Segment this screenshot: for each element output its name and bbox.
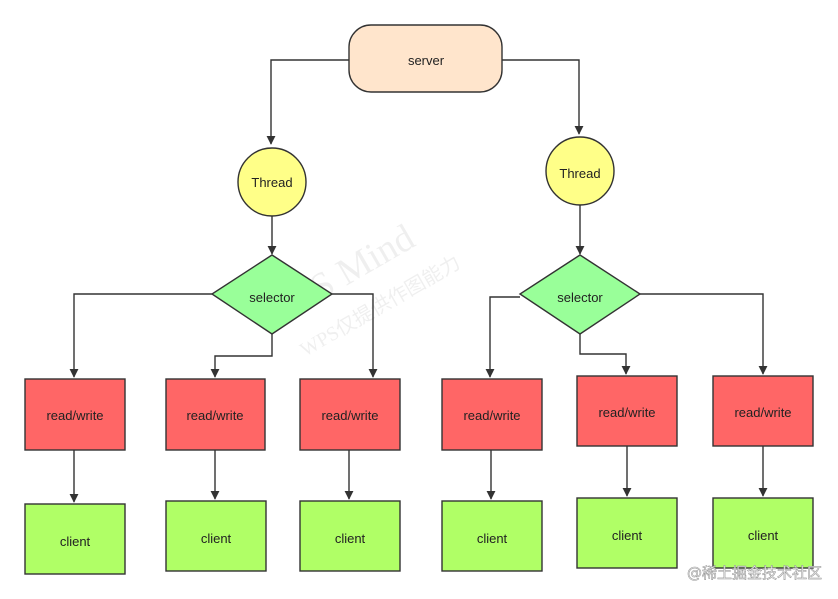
readwrite-node-1: read/write [24,378,126,451]
connectors [69,59,768,503]
edge-selector-right-rw4 [485,296,520,378]
readwrite-label: read/write [186,408,243,423]
client-node-3: client [299,500,401,572]
thread-node-left: Thread [237,147,307,217]
client-node-2: client [165,500,267,572]
selector-node-right: selector [518,254,642,335]
server-label: server [408,53,445,68]
readwrite-label: read/write [598,405,655,420]
readwrite-node-2: read/write [165,378,266,451]
thread-label-left: Thread [251,175,292,190]
readwrite-node-5: read/write [576,375,678,447]
thread-node-right: Thread [545,136,615,206]
client-label: client [612,528,643,543]
edge-selector-left-rw1 [69,293,212,378]
client-node-6: client [712,497,814,569]
client-label: client [201,531,232,546]
server-node: server [348,24,503,93]
readwrite-label: read/write [46,408,103,423]
client-node-1: client [24,503,126,575]
client-label: client [748,528,779,543]
client-node-5: client [576,497,678,569]
selector-label-left: selector [249,290,295,305]
readwrite-label: read/write [463,408,520,423]
client-label: client [477,531,508,546]
edge-server-thread-right [502,59,584,135]
selector-node-left: selector [210,254,334,335]
thread-label-right: Thread [559,166,600,181]
edge-selector-left-rw3 [332,293,378,378]
credit-watermark: @稀土掘金技术社区 [687,564,822,582]
readwrite-node-6: read/write [712,375,814,447]
selector-label-right: selector [557,290,603,305]
readwrite-node-3: read/write [299,378,401,451]
edge-selector-left-rw2 [210,334,273,378]
edge-selector-right-rw5 [579,334,631,375]
readwrite-label: read/write [734,405,791,420]
client-node-4: client [441,500,543,572]
readwrite-label: read/write [321,408,378,423]
client-label: client [60,534,91,549]
edge-selector-right-rw6 [640,293,768,375]
readwrite-node-4: read/write [441,378,543,451]
edge-server-thread-left [266,59,349,145]
client-label: client [335,531,366,546]
